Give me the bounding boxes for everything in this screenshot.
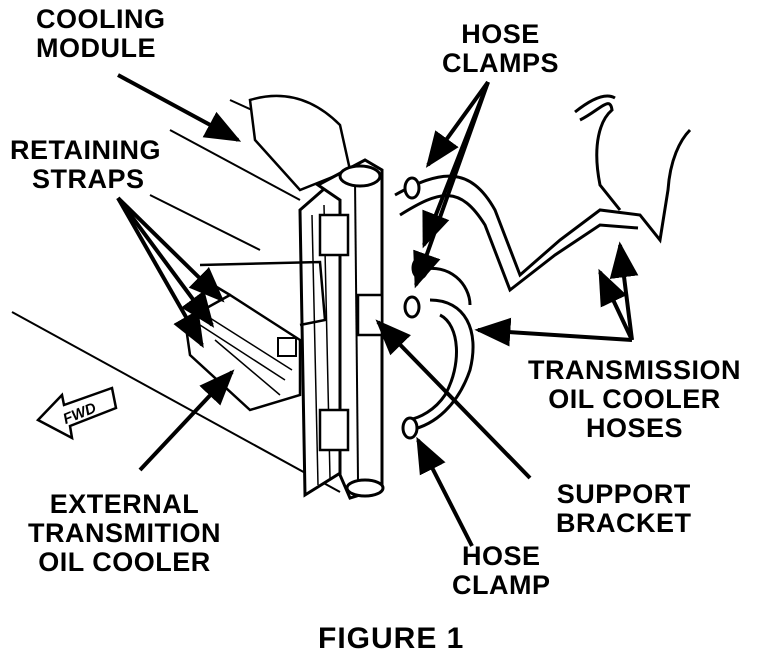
label-line: HOSE bbox=[461, 19, 540, 49]
label-line: EXTERNAL bbox=[49, 489, 200, 519]
label-hose-clamp: HOSE CLAMP bbox=[452, 542, 551, 600]
fwd-arrow bbox=[35, 386, 118, 441]
figure-caption: FIGURE 1 bbox=[318, 622, 465, 655]
label-line: RETAINING bbox=[10, 135, 161, 165]
label-retaining-straps: RETAINING STRAPS bbox=[10, 136, 161, 194]
arrow-hose-clamp bbox=[416, 436, 474, 547]
arrow-strap-2 bbox=[116, 196, 215, 328]
label-external-cooler: EXTERNAL TRANSMITION OIL COOLER bbox=[28, 490, 221, 577]
label-line: COOLING bbox=[36, 4, 166, 34]
label-line: TRANSMISSION bbox=[528, 355, 742, 385]
label-line: CLAMP bbox=[452, 570, 551, 600]
label-line: CLAMPS bbox=[442, 48, 559, 78]
hose-clamp-shapes bbox=[401, 176, 429, 440]
label-line: HOSE bbox=[461, 541, 541, 571]
label-line: OIL COOLER bbox=[38, 547, 211, 577]
arrow-hoses-1 bbox=[598, 268, 634, 341]
arrow-hoses-2 bbox=[609, 241, 639, 341]
label-line: OIL COOLER bbox=[548, 384, 721, 414]
label-hose-clamps: HOSE CLAMPS bbox=[442, 20, 559, 78]
arrow-cooling-module bbox=[117, 73, 242, 142]
arrow-support-bracket bbox=[375, 319, 532, 480]
label-line: STRAPS bbox=[32, 164, 145, 194]
label-line: SUPPORT bbox=[556, 479, 691, 509]
oil-cooler-hoses bbox=[394, 94, 692, 432]
label-transmission-hoses: TRANSMISSION OIL COOLER HOSES bbox=[528, 356, 741, 443]
arrow-hoses-3 bbox=[474, 317, 633, 347]
cooling-module-shape bbox=[248, 94, 385, 500]
arrow-hose-clamp-3 bbox=[413, 81, 490, 289]
arrow-strap-3 bbox=[116, 197, 204, 349]
label-line: MODULE bbox=[36, 33, 156, 63]
arrow-strap-1 bbox=[116, 196, 225, 303]
arrow-external-cooler bbox=[138, 369, 235, 472]
arrow-hose-clamp-1 bbox=[425, 80, 490, 168]
label-line: TRANSMITION bbox=[28, 518, 221, 548]
label-line: BRACKET bbox=[556, 508, 692, 538]
label-cooling-module: COOLING MODULE bbox=[36, 5, 166, 63]
leader-arrows bbox=[116, 73, 639, 547]
label-line: HOSES bbox=[585, 413, 684, 443]
label-support-bracket: SUPPORT BRACKET bbox=[556, 480, 692, 538]
